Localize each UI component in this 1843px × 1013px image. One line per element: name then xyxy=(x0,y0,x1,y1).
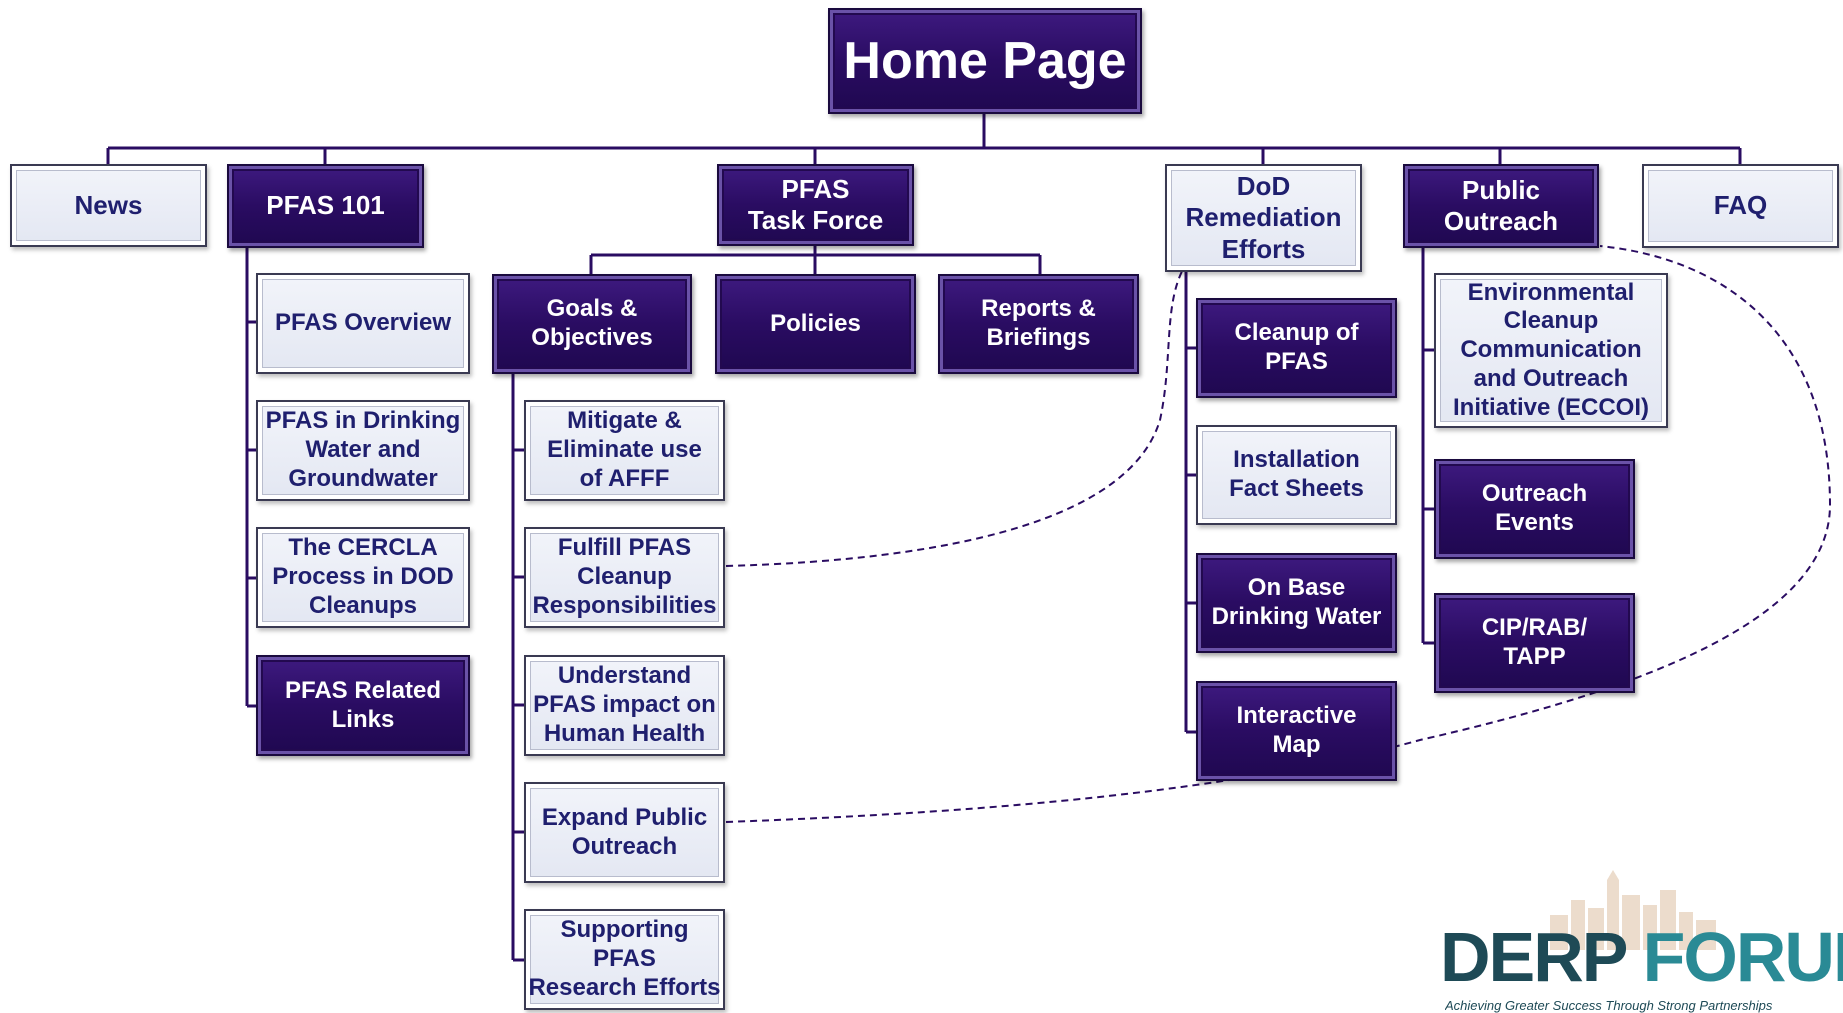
dashed-link-expand-to-outreach xyxy=(725,245,1832,823)
pfas-drinking-water-node[interactable]: PFAS in Drinking Water and Groundwater xyxy=(256,400,470,501)
outreach-events-node[interactable]: Outreach Events xyxy=(1434,459,1635,559)
derp-forum-logo: DERP FORUM Achieving Greater Success Thr… xyxy=(1440,870,1843,1013)
mitigate-afff-node[interactable]: Mitigate & Eliminate use of AFFF xyxy=(524,400,725,501)
news-node[interactable]: News xyxy=(10,164,207,247)
cip-rab-tapp-node[interactable]: CIP/RAB/ TAPP xyxy=(1434,593,1635,693)
pfas-101-node[interactable]: PFAS 101 xyxy=(227,164,424,248)
interactive-map-node[interactable]: Interactive Map xyxy=(1196,681,1397,781)
pfas-overview-node[interactable]: PFAS Overview xyxy=(256,273,470,374)
cercla-process-node[interactable]: The CERCLA Process in DOD Cleanups xyxy=(256,527,470,628)
reports-briefings-node[interactable]: Reports & Briefings xyxy=(938,274,1139,374)
pfas-task-force-node[interactable]: PFAS Task Force xyxy=(717,164,914,246)
pfas-related-links-node[interactable]: PFAS Related Links xyxy=(256,655,470,756)
taskforce-bus xyxy=(589,246,1042,274)
understand-health-node[interactable]: Understand PFAS impact on Human Health xyxy=(524,655,725,756)
home-page-node[interactable]: Home Page xyxy=(828,8,1142,114)
public-outreach-node[interactable]: Public Outreach xyxy=(1403,164,1599,248)
expand-outreach-node[interactable]: Expand Public Outreach xyxy=(524,782,725,883)
logo-wordmark: DERP FORUM xyxy=(1440,922,1843,992)
goals-objectives-node[interactable]: Goals & Objectives xyxy=(492,274,692,374)
faq-node[interactable]: FAQ xyxy=(1642,164,1839,248)
fulfill-cleanup-node[interactable]: Fulfill PFAS Cleanup Responsibilities xyxy=(524,527,725,628)
cleanup-of-pfas-node[interactable]: Cleanup of PFAS xyxy=(1196,298,1397,398)
city-skyline-icon xyxy=(1550,870,1716,950)
eccoi-node[interactable]: Environmental Cleanup Communication and … xyxy=(1434,273,1668,428)
policies-node[interactable]: Policies xyxy=(715,274,916,374)
logo-word-forum: FORUM xyxy=(1642,918,1843,996)
installation-fact-sheets-node[interactable]: Installation Fact Sheets xyxy=(1196,425,1397,525)
logo-word-derp: DERP xyxy=(1440,918,1627,996)
supporting-research-node[interactable]: Supporting PFAS Research Efforts xyxy=(524,909,725,1010)
dod-remediation-efforts-node[interactable]: DoD Remediation Efforts xyxy=(1165,164,1362,272)
dashed-link-fulfill-to-dod xyxy=(725,251,1196,567)
on-base-drinking-water-node[interactable]: On Base Drinking Water xyxy=(1196,553,1397,653)
